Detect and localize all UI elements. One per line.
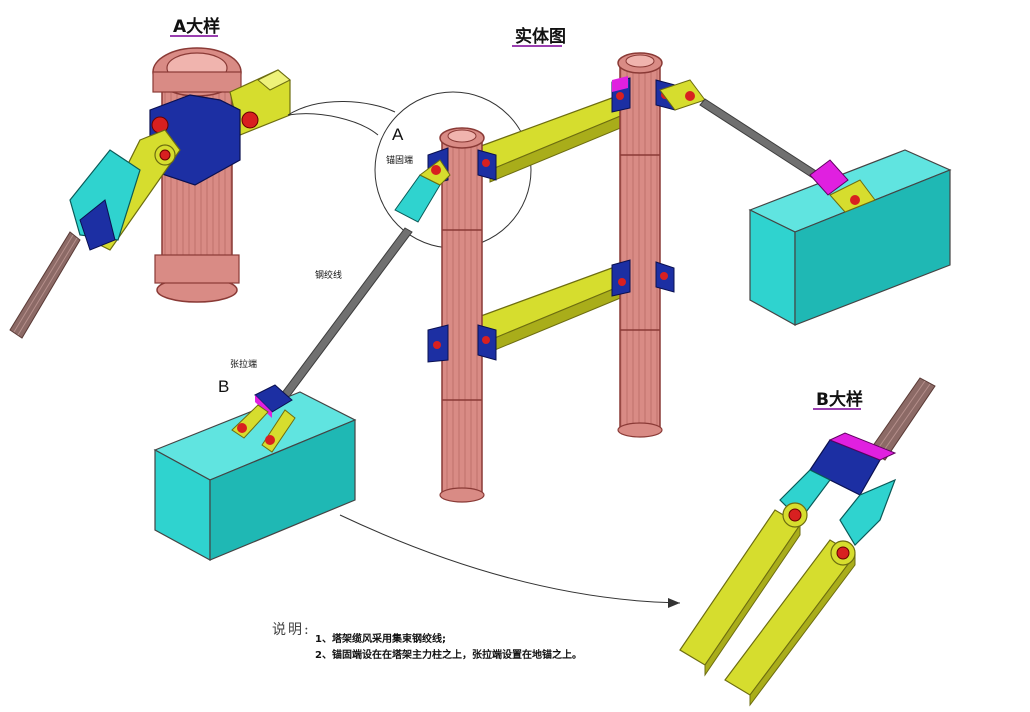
anchor-end-a [394, 159, 451, 223]
anchor-end-right [659, 79, 706, 111]
column-bracket [427, 324, 497, 363]
detail-a-illustration [9, 47, 291, 339]
callout-b-arrow [339, 514, 681, 608]
detail-a-strand [9, 231, 81, 339]
label-steel-strand: 钢绞线 [315, 271, 343, 281]
detail-b-pin [788, 508, 802, 522]
column-bracket [611, 259, 675, 297]
guy-cable-right [699, 98, 831, 187]
label-b: B [218, 377, 230, 396]
note-item-2: 2、锚固端设在在塔架主力柱之上，张拉端设置在地锚之上。 [315, 650, 582, 661]
solid-view-illustration [153, 52, 952, 562]
note-item-1: 1、塔架缆风采用集束钢绞线; [315, 634, 446, 645]
detail-b-title: B大样 [816, 390, 863, 410]
label-anchor-end: 锚固端 [386, 156, 414, 166]
label-tension-end: 张拉端 [230, 360, 258, 370]
label-a: A [392, 125, 404, 144]
detail-b-illustration [679, 377, 936, 707]
right-column [619, 64, 661, 431]
detail-a-title-underline [170, 35, 218, 37]
left-column [441, 139, 483, 496]
detail-b-pin [836, 546, 850, 560]
solid-view-title-underline [512, 45, 562, 47]
solid-view-title: 实体图 [515, 27, 566, 47]
notes-heading: 说明: [272, 622, 311, 638]
ground-anchor-b [153, 384, 357, 562]
detail-a-pin [241, 111, 259, 129]
guy-cable-left [275, 227, 413, 406]
detail-b-title-underline [813, 408, 861, 410]
ground-anchor-right [748, 149, 952, 327]
detail-a-title: A大样 [173, 17, 221, 37]
